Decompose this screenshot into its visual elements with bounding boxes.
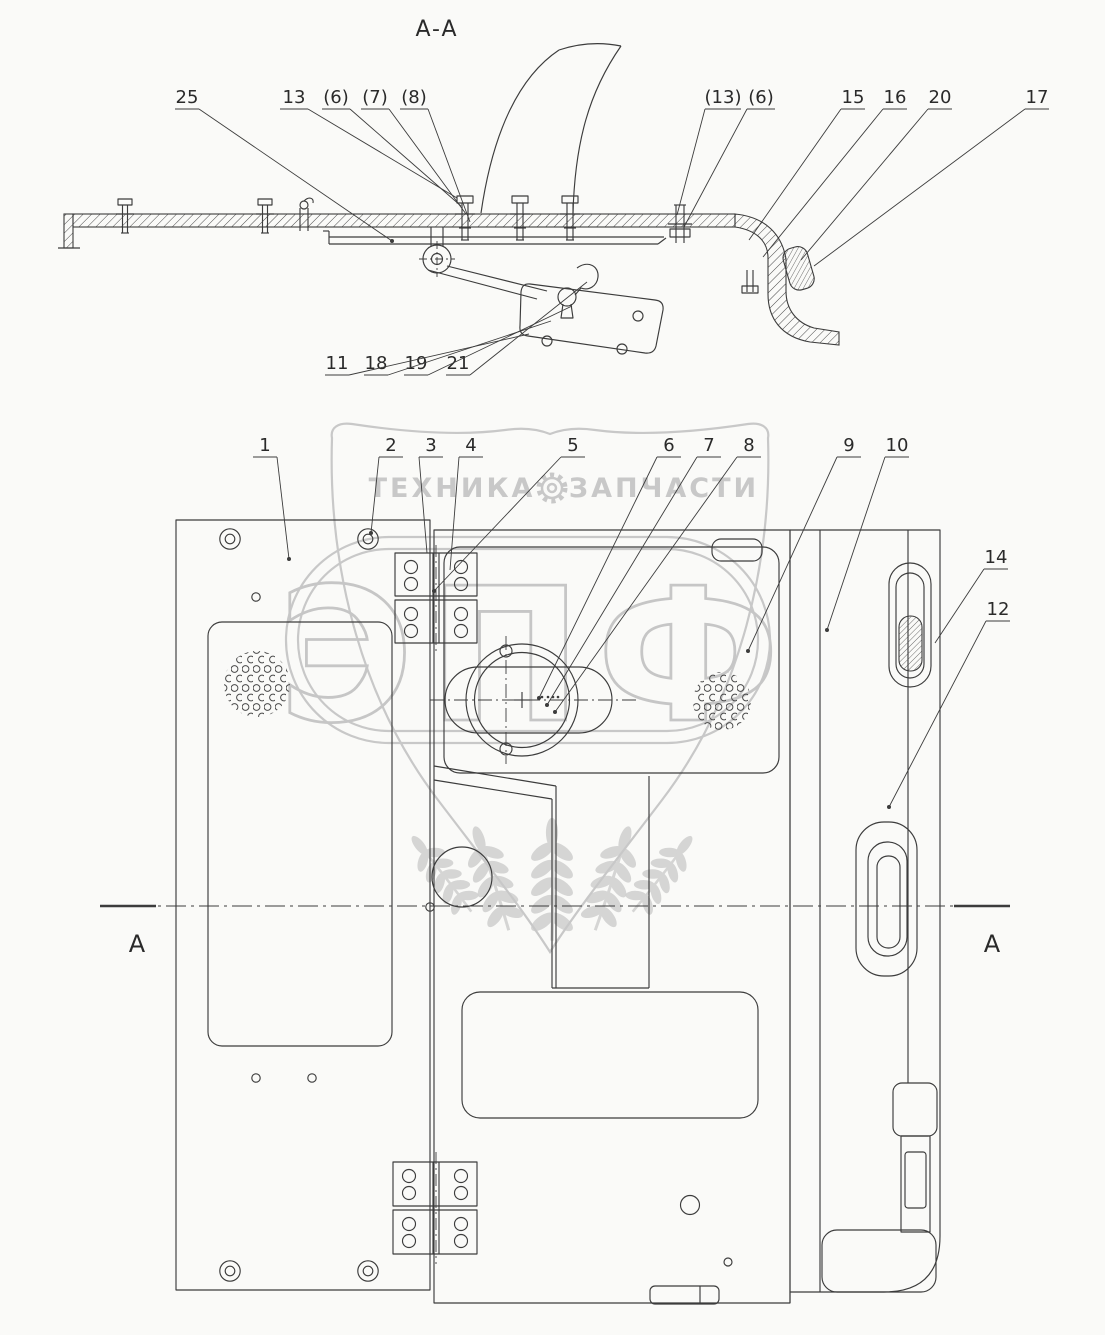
roller-hinge (419, 227, 548, 300)
section-marker-right: A (984, 930, 1001, 958)
callout-leaders (348, 281, 588, 376)
rubber-seal-section (782, 246, 815, 291)
watermark-logo: ЭПФ (278, 548, 794, 764)
callout-leaders (276, 456, 987, 809)
callout-label: (6) (323, 87, 349, 108)
callout-label: 7 (703, 435, 714, 456)
watermark-brand-right: ЗАПЧАСТИ (569, 473, 759, 504)
callout-label: 18 (365, 353, 388, 374)
watermark-shield (330, 422, 770, 955)
callout-label: 11 (326, 353, 349, 374)
callout-leaders (198, 108, 1026, 267)
panel-section-strip (72, 213, 736, 228)
side-panel (789, 529, 941, 1303)
callout-label: 16 (884, 87, 907, 108)
front-view: A A (100, 519, 1010, 1305)
bolt-head-icon (219, 1260, 241, 1282)
watermark-brand-left: ТЕХНИКА (369, 473, 536, 504)
callout-label: (13) (705, 87, 742, 108)
upper-hinge (394, 545, 478, 651)
callout-label: (6) (748, 87, 774, 108)
watermark-band-outer (284, 535, 772, 745)
door-handle (855, 821, 918, 977)
bolt-head-icon (357, 1260, 379, 1282)
cross-section-view: A-A (58, 17, 840, 355)
callout-label: 21 (447, 353, 470, 374)
gear-icon (536, 472, 568, 504)
callout-label: 25 (176, 87, 199, 108)
callout-label: 9 (843, 435, 854, 456)
callout-label: 1 (259, 435, 270, 456)
bolt-head-icon (219, 528, 241, 550)
seal-channel (734, 213, 840, 346)
left-panel (175, 519, 431, 1291)
latch-plate (519, 263, 664, 355)
inner-panel-strip (323, 230, 667, 245)
callouts: 25 13 (6) (7) (8) (13) (6) 15 16 20 17 (175, 87, 1049, 809)
callout-label: 13 (283, 87, 306, 108)
callout-label: 6 (663, 435, 674, 456)
callout-label: 20 (929, 87, 952, 108)
callout-underlines (253, 456, 1010, 622)
latch-hook-icon (574, 263, 599, 296)
bottom-bracket (649, 1285, 720, 1305)
through-bolt-icon (668, 204, 692, 243)
callout-label: 2 (385, 435, 396, 456)
callout-label: 3 (425, 435, 436, 456)
small-fastener-icon (741, 270, 759, 294)
callout-label: 17 (1026, 87, 1049, 108)
pocket-profile (433, 765, 650, 989)
callout-label: (8) (401, 87, 427, 108)
view-title: A-A (415, 17, 458, 42)
callout-label: (7) (362, 87, 388, 108)
perforation-grid (693, 672, 751, 730)
vent-ring (430, 636, 640, 764)
callout-label: 10 (886, 435, 909, 456)
callout-label: 14 (985, 547, 1008, 568)
section-marker-left: A (129, 930, 146, 958)
perforation-grid (224, 651, 290, 717)
watermark: ТЕХНИКА ЗАПЧАСТИ ЭПФ (277, 422, 794, 955)
panel-left-hook (63, 213, 74, 249)
callout-label: 4 (465, 435, 476, 456)
callout-label: 5 (567, 435, 578, 456)
watermark-band-inner (296, 547, 760, 733)
spring-clip-icon (299, 197, 314, 231)
lower-hinge (392, 1152, 478, 1264)
callout-label: 12 (987, 599, 1010, 620)
handle-recess (888, 562, 932, 688)
callout-label: 15 (842, 87, 865, 108)
callout-label: 8 (743, 435, 754, 456)
funnel-duct (480, 43, 622, 214)
